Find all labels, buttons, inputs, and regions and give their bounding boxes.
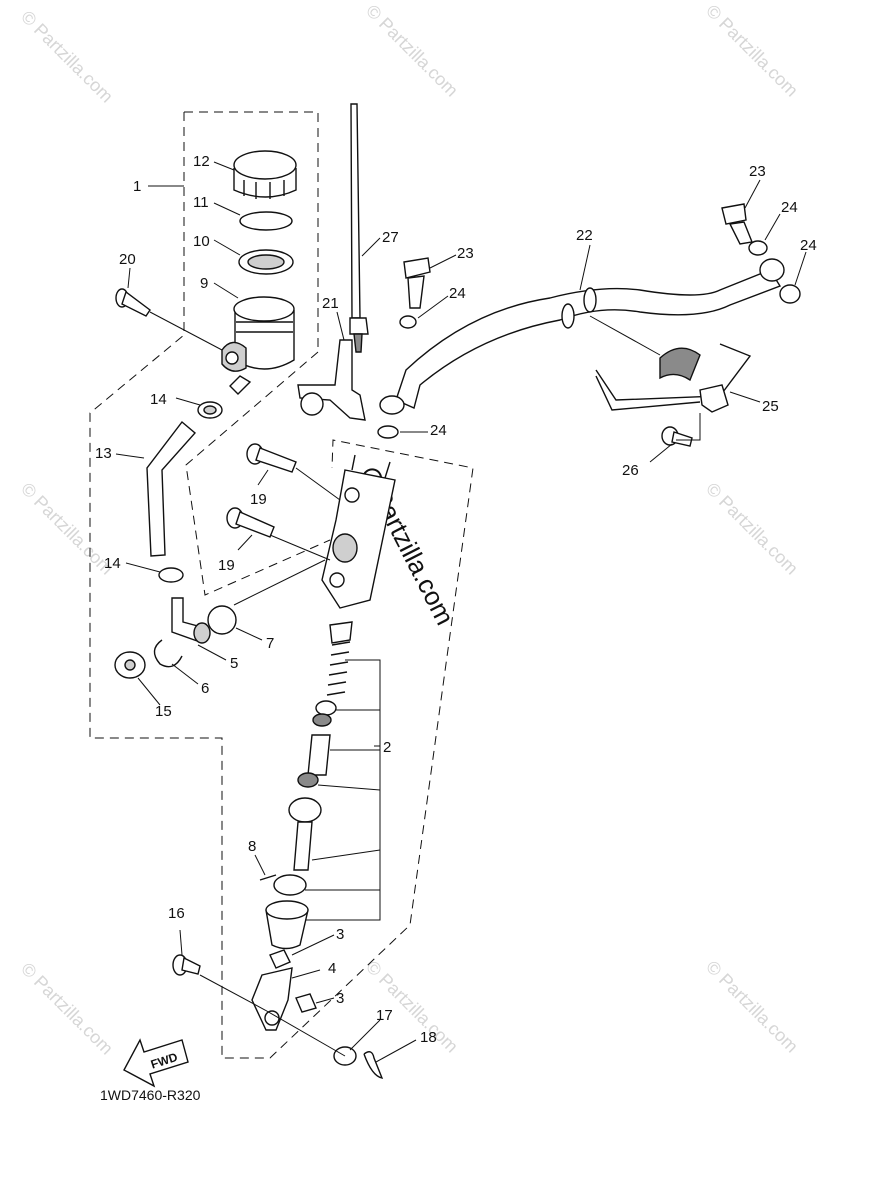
callout-26: 26: [622, 462, 639, 479]
cotter-pin: [363, 1051, 384, 1079]
lock-nut-upper: [269, 949, 291, 969]
watermark: © Partzilla.com: [17, 959, 117, 1059]
callout-27: 27: [382, 229, 399, 246]
watermark: © Partzilla.com: [17, 7, 117, 107]
assembly-boundaries: [89, 111, 474, 1059]
callout-2: 2: [383, 739, 391, 756]
callout-9: 9: [200, 275, 208, 292]
union-bolt-left: [403, 257, 431, 309]
callout-19: 19: [218, 557, 235, 574]
callout-19: 19: [250, 491, 267, 508]
watermark: © Partzilla.com: [362, 1, 462, 101]
reservoir: [221, 296, 295, 395]
callout-7: 7: [266, 635, 274, 652]
callout-21: 21: [322, 295, 339, 312]
cable-tie: [349, 103, 369, 353]
copper-washer: [399, 315, 417, 329]
bolt-16: [172, 954, 201, 976]
reservoir-cap: [233, 150, 297, 199]
callout-4: 4: [328, 960, 336, 977]
union-bolt-right: [721, 203, 753, 245]
callout-25: 25: [762, 398, 779, 415]
diaphragm: [238, 249, 294, 275]
callout-15: 15: [155, 703, 172, 720]
o-ring: [207, 605, 237, 635]
callout-3: 3: [336, 926, 344, 943]
callout-17: 17: [376, 1007, 393, 1024]
bolt-19-lower: [226, 507, 275, 538]
copper-washer: [377, 425, 399, 439]
callouts: 1 2 3 3 4 5 6 7 8 9 10 11 12 13 14 14 15…: [95, 153, 817, 1046]
callout-5: 5: [230, 655, 238, 672]
bolt-19-upper: [246, 443, 297, 473]
callout-16: 16: [168, 905, 185, 922]
bolt-20: [115, 288, 151, 317]
callout-22: 22: [576, 227, 593, 244]
fwd-arrow: FWD: [123, 1038, 189, 1088]
callout-13: 13: [95, 445, 112, 462]
callout-20: 20: [119, 251, 136, 268]
callout-10: 10: [193, 233, 210, 250]
hose-joint: [171, 597, 211, 644]
washer-plate: [114, 651, 146, 679]
callout-14: 14: [104, 555, 121, 572]
circlip: [153, 639, 183, 668]
lock-nut-lower: [295, 993, 317, 1013]
hose-holder: [595, 343, 752, 413]
callout-23: 23: [457, 245, 474, 262]
watermark: © Partzilla.com: [702, 957, 802, 1057]
hose-clip-upper: [197, 401, 223, 419]
callout-14: 14: [150, 391, 167, 408]
reservoir-hose: [146, 420, 197, 557]
brake-hose: [379, 258, 785, 415]
callout-24: 24: [800, 237, 817, 254]
callout-24: 24: [781, 199, 798, 216]
watermark: © Partzilla.com: [702, 479, 802, 579]
watermark: © Partzilla.com: [17, 479, 117, 579]
hose-clip-lower: [158, 567, 184, 583]
clevis: [251, 967, 293, 1031]
callout-24: 24: [449, 285, 466, 302]
callout-11: 11: [193, 194, 209, 211]
copper-washer: [748, 240, 768, 256]
callout-18: 18: [420, 1029, 437, 1046]
callout-3: 3: [336, 990, 344, 1007]
bolt-26: [661, 426, 693, 447]
callout-12: 12: [193, 153, 210, 170]
callout-24: 24: [430, 422, 447, 439]
master-cylinder-body: [321, 454, 396, 609]
piston-kit: [265, 621, 353, 950]
callout-8: 8: [248, 838, 256, 855]
callout-23: 23: [749, 163, 766, 180]
hose-bracket: [297, 339, 366, 421]
watermark: © Partzilla.com: [702, 1, 802, 101]
pin: [259, 874, 277, 881]
watermark-group: © Partzilla.com © Partzilla.com © Partzi…: [17, 1, 802, 1059]
callout-6: 6: [201, 680, 209, 697]
diaphragm-plate: [239, 211, 293, 231]
leader-lines: [115, 161, 807, 1063]
diagram-code: 1WD7460-R320: [100, 1087, 201, 1103]
copper-washer: [779, 284, 801, 304]
callout-1: 1: [133, 178, 141, 195]
